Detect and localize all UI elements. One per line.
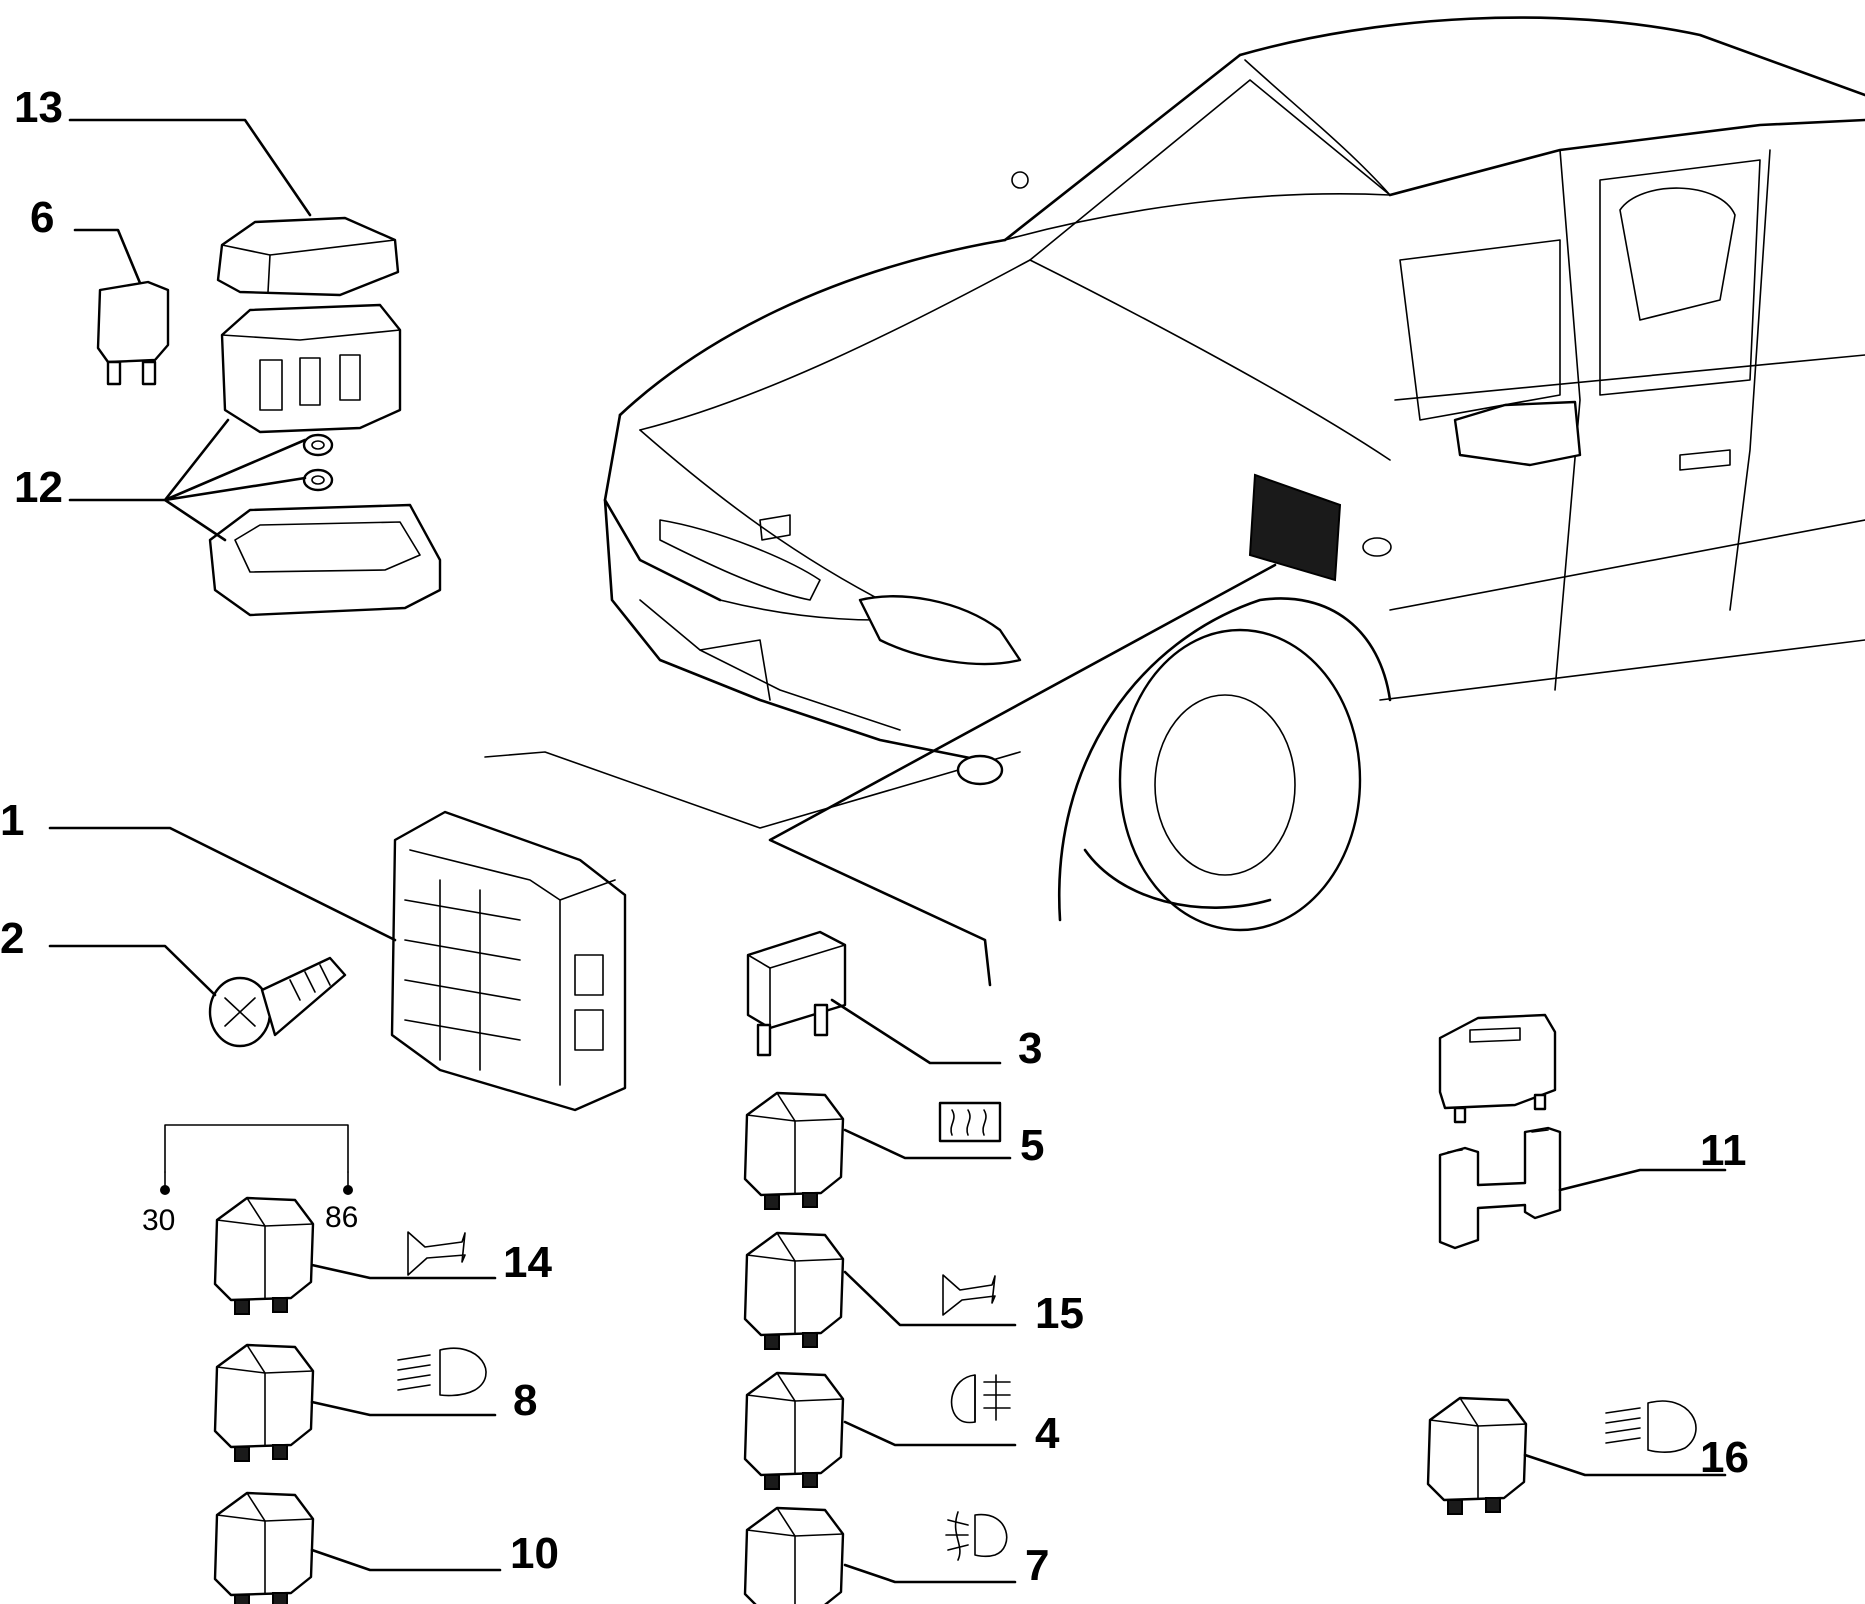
pin-bracket <box>164 1124 349 1173</box>
leader-13 <box>68 118 312 217</box>
label-15: 15 <box>1035 1289 1084 1338</box>
front-bumper <box>603 498 982 762</box>
label-1: 1 <box>0 796 24 845</box>
horn-icon-15 <box>942 1274 996 1316</box>
front-wheel <box>1118 628 1362 932</box>
leader-16 <box>1523 1453 1727 1477</box>
leader-1 <box>48 826 397 942</box>
leader-5 <box>843 1128 1012 1160</box>
label-8: 8 <box>513 1376 537 1425</box>
seat <box>1619 187 1736 321</box>
leader-2 <box>48 944 217 997</box>
door-handle <box>1679 449 1731 471</box>
high-beam-icon-16 <box>1605 1400 1697 1453</box>
label-5: 5 <box>1020 1121 1044 1170</box>
relay-5 <box>743 1091 845 1211</box>
hood-badge <box>759 514 791 541</box>
leader-3 <box>830 998 1002 1065</box>
label-12: 12 <box>14 463 63 512</box>
label-4: 4 <box>1035 1409 1060 1458</box>
horn-icon-14 <box>407 1231 466 1276</box>
fuse-relay-control-unit <box>390 810 627 1112</box>
fusebox-location <box>1248 473 1342 582</box>
fusebox-leader <box>768 563 1277 987</box>
relay-14 <box>213 1196 315 1316</box>
label-7: 7 <box>1025 1541 1049 1590</box>
ground-line <box>484 751 1021 829</box>
side-repeater <box>1362 537 1392 557</box>
relay-16 <box>1426 1396 1528 1516</box>
roof-line <box>1238 16 1865 97</box>
fuse-box-base <box>208 503 442 617</box>
leader-12 <box>68 418 307 542</box>
maxi-fuse <box>746 930 847 1057</box>
pin-label-30: 30 <box>142 1204 175 1237</box>
label-3: 3 <box>1018 1024 1042 1073</box>
high-beam-icon-8 <box>397 1347 487 1397</box>
washers <box>302 433 334 492</box>
door-seam <box>1554 149 1581 691</box>
label-14: 14 <box>503 1238 552 1287</box>
wheel-arch <box>1057 597 1392 922</box>
label-11: 11 <box>1700 1126 1747 1175</box>
rear-defrost-icon <box>938 1101 1002 1143</box>
relay-15 <box>743 1231 845 1351</box>
label-2: 2 <box>0 914 24 963</box>
relay-8 <box>213 1343 315 1463</box>
fog-light <box>956 754 1004 786</box>
relay-11-connector <box>1438 1126 1562 1250</box>
label-6: 6 <box>30 193 54 242</box>
leader-4 <box>843 1420 1017 1447</box>
relay-7 <box>743 1506 845 1604</box>
leader-11 <box>1558 1168 1727 1192</box>
label-16: 16 <box>1700 1433 1749 1482</box>
side-window <box>1399 239 1561 421</box>
relay-4 <box>743 1371 845 1491</box>
leader-14 <box>310 1263 497 1280</box>
leader-8 <box>310 1400 497 1417</box>
relay-10 <box>213 1491 315 1604</box>
leader-15 <box>843 1270 1017 1327</box>
side-mirror <box>1453 400 1582 467</box>
fuse-box-cover <box>216 216 400 297</box>
leader-10 <box>310 1548 502 1572</box>
screw <box>208 956 347 1048</box>
car-outline <box>484 16 1865 987</box>
relay-11-body <box>1438 1013 1557 1124</box>
leader-7 <box>843 1563 1017 1584</box>
front-fog-icon <box>945 1511 1008 1561</box>
rear-fog-icon <box>950 1374 1011 1424</box>
mini-fuse <box>96 280 170 386</box>
headlight <box>858 595 1022 666</box>
fuse-box-body <box>220 303 402 434</box>
leader-6 <box>73 228 142 285</box>
label-10: 10 <box>510 1529 559 1578</box>
pin-label-86: 86 <box>325 1201 358 1234</box>
hood-line <box>618 238 1007 417</box>
label-13: 13 <box>14 83 63 132</box>
